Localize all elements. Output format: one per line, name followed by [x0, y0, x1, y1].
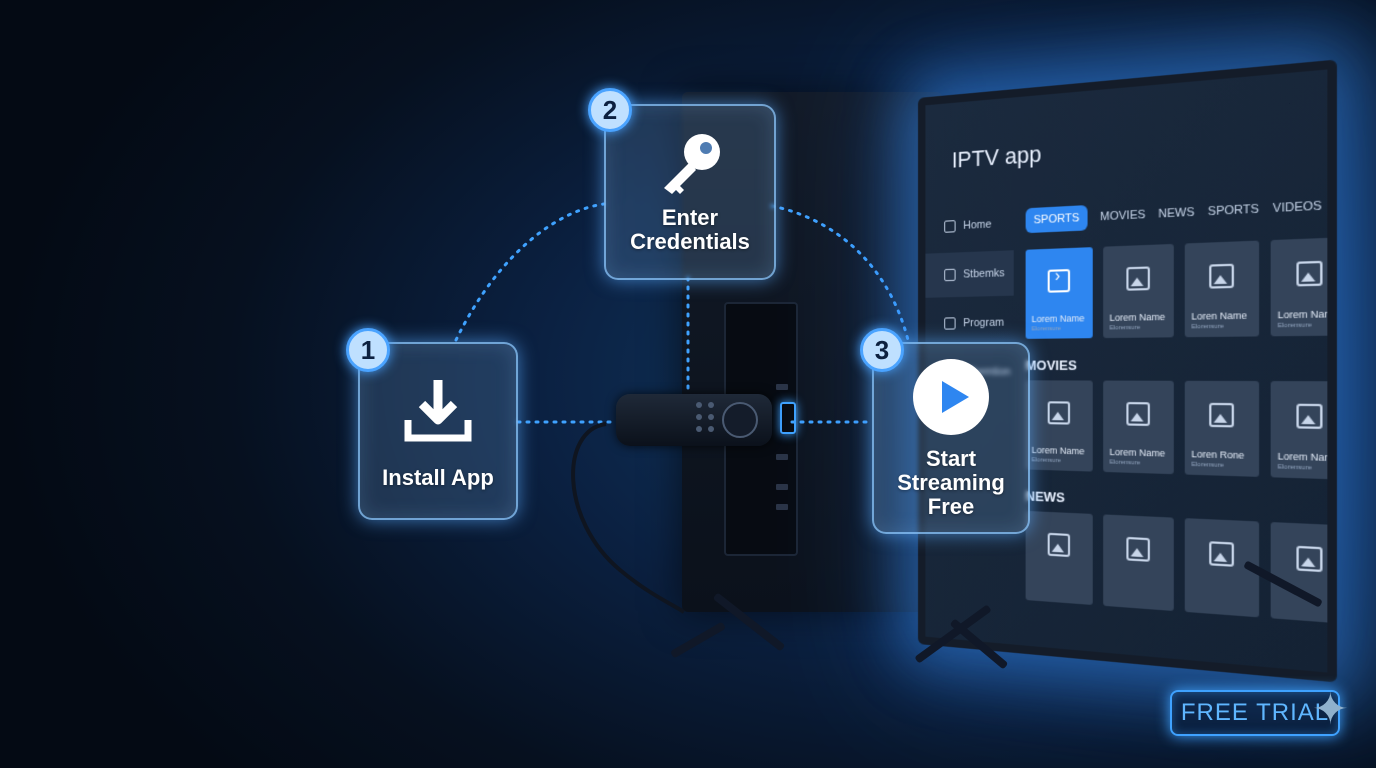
step-card-install: Install App	[358, 342, 518, 520]
calendar-icon	[944, 317, 956, 330]
app-title: IPTV app	[951, 140, 1042, 173]
tab-news[interactable]: NEWS	[1158, 205, 1195, 221]
image-icon	[1047, 532, 1071, 558]
hdmi-port	[776, 454, 788, 460]
content-tile[interactable]	[1270, 522, 1337, 625]
tab-sports-2[interactable]: SPORTS	[1207, 202, 1259, 219]
image-icon	[1209, 541, 1234, 567]
hdmi-port	[776, 384, 788, 390]
image-icon	[1209, 263, 1234, 289]
play-icon	[913, 359, 989, 435]
streaming-stick	[616, 394, 772, 446]
sidebar-item-program[interactable]: Program	[925, 300, 1013, 346]
step-number-badge: 1	[346, 328, 390, 372]
image-icon	[1296, 260, 1323, 287]
section-title-movies: MOVIES	[1025, 357, 1077, 374]
step-label: Enter Credentials	[630, 205, 750, 254]
news-row	[1025, 510, 1337, 625]
key-icon	[664, 134, 720, 194]
usb-port	[776, 484, 788, 490]
category-tabs: SPORTS MOVIES NEWS SPORTS VIDEOS	[1025, 193, 1322, 234]
sidebar-item-streams[interactable]: Stbemks	[925, 250, 1014, 298]
image-icon	[1126, 266, 1150, 291]
section-title-news: NEWS	[1025, 488, 1065, 506]
streams-icon	[944, 268, 956, 282]
usb-port	[776, 504, 788, 510]
sparkle-icon: ✦	[1312, 685, 1349, 734]
content-tile[interactable]	[1025, 510, 1093, 606]
free-trial-button[interactable]: FREE TRIAL	[1170, 690, 1340, 736]
tab-videos[interactable]: VIDEOS	[1272, 199, 1322, 216]
step-card-credentials: Enter Credentials	[604, 104, 776, 280]
step-label: Start Streaming Free	[897, 446, 1005, 519]
tab-sports[interactable]: SPORTS	[1025, 205, 1088, 234]
step-card-stream: Start Streaming Free	[872, 342, 1030, 534]
stick-dpad	[722, 402, 758, 438]
image-icon	[1126, 402, 1150, 426]
image-icon	[1296, 545, 1323, 573]
download-icon	[404, 380, 472, 442]
home-icon	[944, 220, 956, 233]
tab-movies[interactable]: MOVIES	[1100, 208, 1146, 224]
step-label: Install App	[382, 465, 494, 490]
sidebar-item-home[interactable]: Home	[925, 201, 1013, 250]
image-icon	[1126, 536, 1150, 562]
content-tile[interactable]	[1103, 514, 1174, 612]
step-number-badge: 2	[588, 88, 632, 132]
step-number-badge: 3	[860, 328, 904, 372]
play-icon	[1047, 269, 1071, 293]
image-icon	[1047, 401, 1071, 425]
image-icon	[1209, 402, 1234, 428]
active-hdmi-port	[780, 402, 796, 434]
image-icon	[1296, 403, 1323, 429]
